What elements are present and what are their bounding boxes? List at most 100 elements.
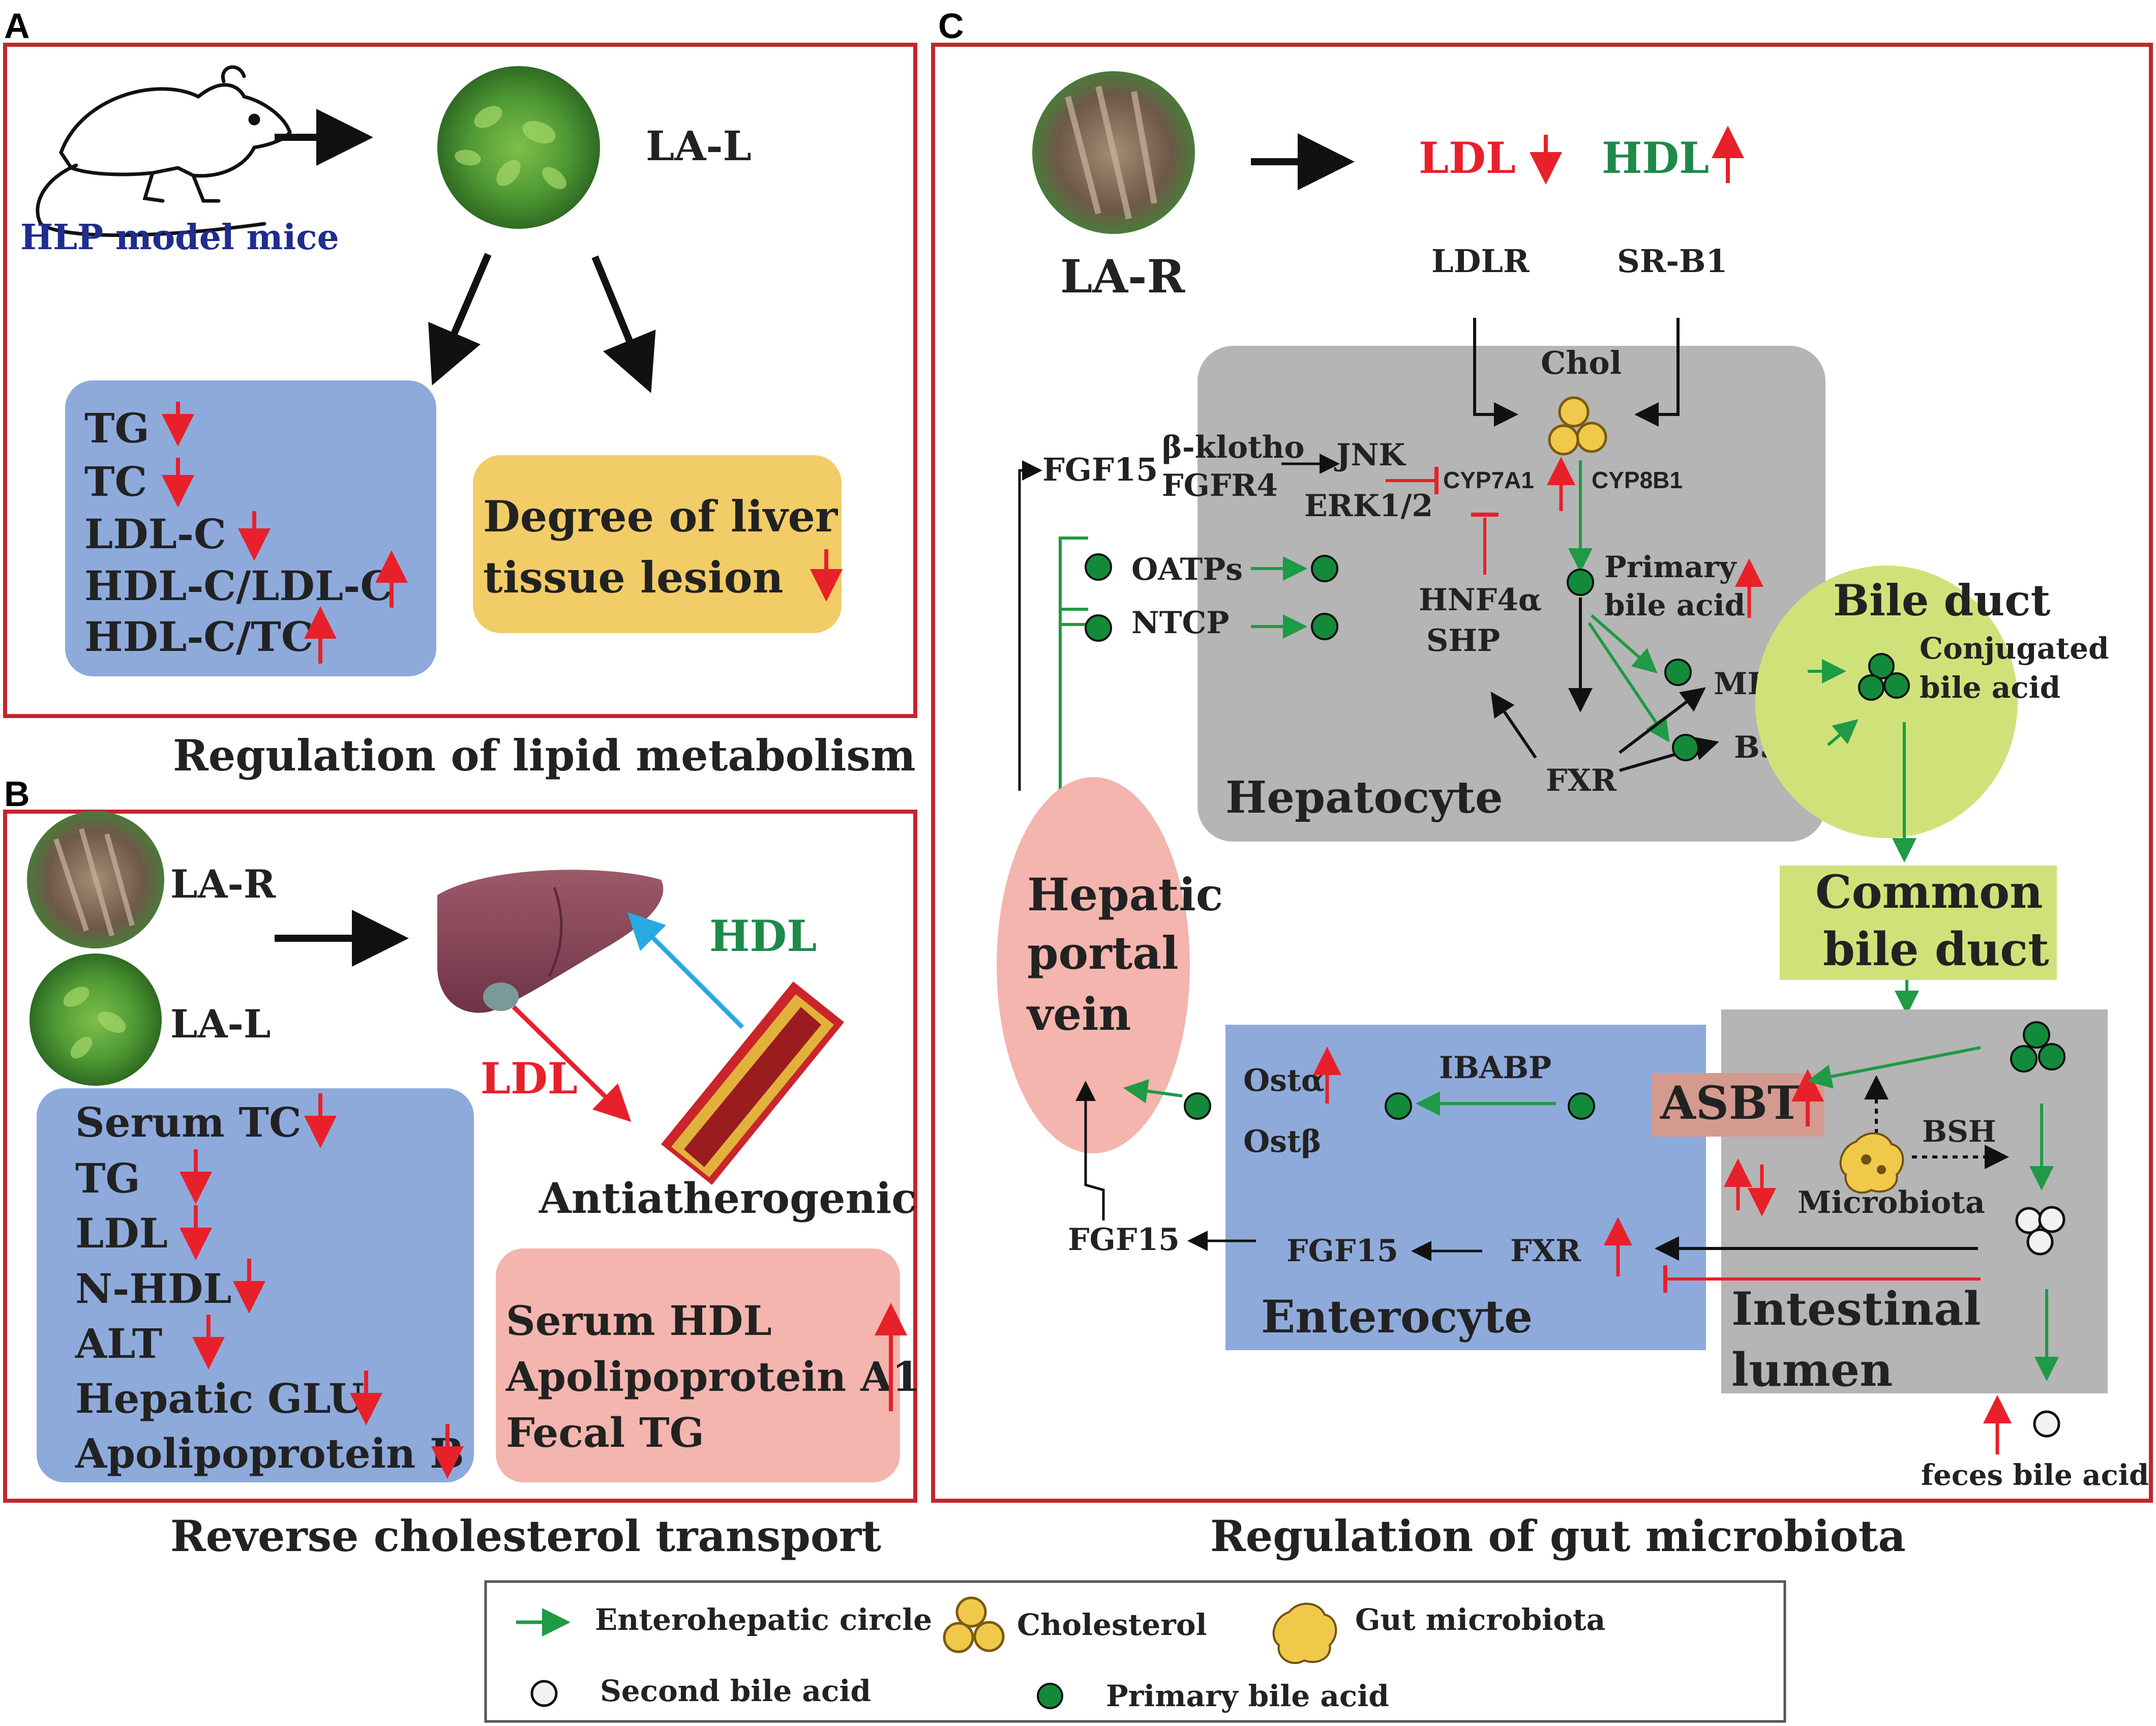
leaf-photo-b	[29, 954, 162, 1086]
decreased-nhdl: N-HDL	[75, 1265, 232, 1313]
fgf15-ent-label: FGF15	[1286, 1233, 1398, 1269]
microbiota-icon	[1839, 1132, 1904, 1194]
portal-bracket	[1059, 537, 1088, 791]
cyp8b1-label: CYP8B1	[1592, 467, 1683, 493]
legend-box	[484, 1580, 1786, 1723]
oatps-label: OATPs	[1131, 552, 1243, 587]
legend-enterohepatic: Enterohepatic circle	[595, 1602, 932, 1637]
ldl-label-b: LDL	[481, 1053, 578, 1104]
feces-label: feces bile acid	[1921, 1459, 2149, 1492]
oatps-dot-left	[1085, 553, 1112, 581]
caption-b: Reverse cholesterol transport	[170, 1511, 881, 1561]
ibabp-label: IBABP	[1439, 1050, 1551, 1086]
decreased-alt: ALT	[75, 1320, 162, 1367]
lumen-label1: Intestinal	[1731, 1282, 1981, 1336]
leaf-pattern	[455, 106, 566, 189]
legend-microbiota-icon	[1272, 1602, 1337, 1664]
primary-bile-acid-dot	[1567, 569, 1594, 596]
caption-a: Regulation of lipid metabolism	[173, 730, 916, 781]
enterocyte-box	[1225, 1025, 1706, 1350]
ost-dot	[1184, 1092, 1211, 1120]
klotho-label: β-klotho	[1162, 430, 1305, 465]
increased-box	[496, 1248, 900, 1482]
extract-label-c: LA-R	[1060, 250, 1185, 304]
ostb-label: Ostβ	[1243, 1124, 1322, 1159]
common-bile-duct-box	[1780, 866, 2057, 980]
decreased-tg: TG	[75, 1154, 140, 1202]
cholesterol-icon	[1548, 396, 1607, 456]
legend-microbiota: Gut microbiota	[1355, 1602, 1605, 1637]
legend-second: Second bile acid	[600, 1674, 871, 1708]
portal-label2: portal	[1027, 927, 1179, 979]
extract-label-a: LA-L	[646, 122, 752, 170]
asbt-label: ASBT	[1660, 1076, 1802, 1130]
hdl-label-b: HDL	[709, 911, 817, 961]
microbiota-label: Microbiota	[1798, 1185, 1985, 1221]
increased-fecal-tg: Fecal TG	[506, 1409, 704, 1456]
bile-duct-ellipse	[1755, 566, 2018, 838]
legend-cholesterol-icon	[943, 1596, 1005, 1653]
fxr-to-shp-arrow	[1490, 692, 1537, 759]
portal-to-fgf15-line	[1018, 460, 1042, 791]
decreased-apob: Apolipoprotein B	[75, 1430, 464, 1477]
srb1-label: SR-B1	[1617, 243, 1728, 280]
erk-label: ERK1/2	[1304, 488, 1433, 524]
primary-to-mrp2-arrow	[1591, 614, 1658, 673]
legend-primary: Primary bile acid	[1106, 1679, 1389, 1713]
legend-second-dot	[530, 1680, 558, 1707]
conjugated-bile-acid-icon	[1858, 653, 1910, 701]
portal-vein-ellipse	[997, 777, 1190, 1153]
increased-serum-hdl: Serum HDL	[506, 1297, 772, 1345]
fgfr4-label: FGFR4	[1162, 468, 1278, 503]
ibabp-dot-right	[1568, 1092, 1595, 1120]
caption-c: Regulation of gut microbiota	[1210, 1511, 1906, 1561]
second-bile-acid-icon	[2015, 1206, 2065, 1256]
ldl-label-c: LDL	[1419, 133, 1516, 183]
ldlr-arrow	[1473, 318, 1518, 427]
panel-label-b: B	[4, 774, 30, 814]
primary-label2: bile acid	[1604, 588, 1745, 622]
model-label: HLP model mice	[20, 217, 339, 258]
indicator-ldlc: LDL-C	[84, 510, 226, 558]
hepatocyte-label: Hepatocyte	[1225, 772, 1503, 823]
lumen-label2: lumen	[1731, 1343, 1893, 1397]
panel-b-frame	[3, 810, 917, 1503]
panel-c-frame	[931, 43, 2153, 1503]
ntcp-dot-right	[1311, 613, 1338, 640]
chol-label: Chol	[1541, 344, 1622, 381]
bsep-dot	[1672, 734, 1699, 761]
arrow-to-lesion	[591, 255, 656, 393]
decreased-ldl: LDL	[75, 1209, 168, 1257]
extract-root-b: LA-R	[170, 861, 276, 907]
lesion-line2: tissue lesion	[483, 552, 784, 603]
increased-apoa1: Apolipoprotein A1	[505, 1353, 920, 1401]
fxr-to-bsep-arrow	[1619, 736, 1719, 772]
shp-label: SHP	[1426, 623, 1500, 659]
portal-label3: vein	[1026, 988, 1131, 1040]
osta-label: Ostα	[1243, 1063, 1325, 1098]
panel-a-frame	[3, 43, 917, 718]
extract-leaf-b: LA-L	[170, 1001, 271, 1047]
bile-duct-label: Bile duct	[1833, 575, 2050, 626]
liver-icon	[437, 870, 664, 1013]
legend-cholesterol: Cholesterol	[1017, 1608, 1207, 1642]
indicator-tc: TC	[84, 458, 147, 505]
lumen-to-asbt-arrow	[1807, 1046, 1981, 1089]
hdl-label-c: HDL	[1602, 133, 1709, 183]
hdl-arrow	[627, 912, 744, 1029]
indicator-hdlc-tc: HDL-C/TC	[84, 613, 314, 661]
portal-label1: Hepatic	[1027, 868, 1223, 921]
cyp7a1-label: CYP7A1	[1443, 467, 1534, 493]
feces-bile-acid-dot	[2033, 1410, 2060, 1438]
root-pattern-c	[1065, 85, 1157, 220]
conjugated-label1: Conjugated	[1920, 631, 2109, 666]
srb1-arrow	[1634, 318, 1680, 427]
jnk-label: JNK	[1334, 437, 1406, 473]
fgf15-top-label: FGF15	[1042, 451, 1158, 488]
fxr-to-mrp2-arrow	[1619, 687, 1706, 754]
lesion-box	[473, 455, 842, 633]
antiatherogenic-label: Antiatherogenic	[538, 1174, 917, 1223]
fgf15-out-label: FGF15	[1068, 1222, 1180, 1258]
bsh-label: BSH	[1922, 1114, 1996, 1149]
